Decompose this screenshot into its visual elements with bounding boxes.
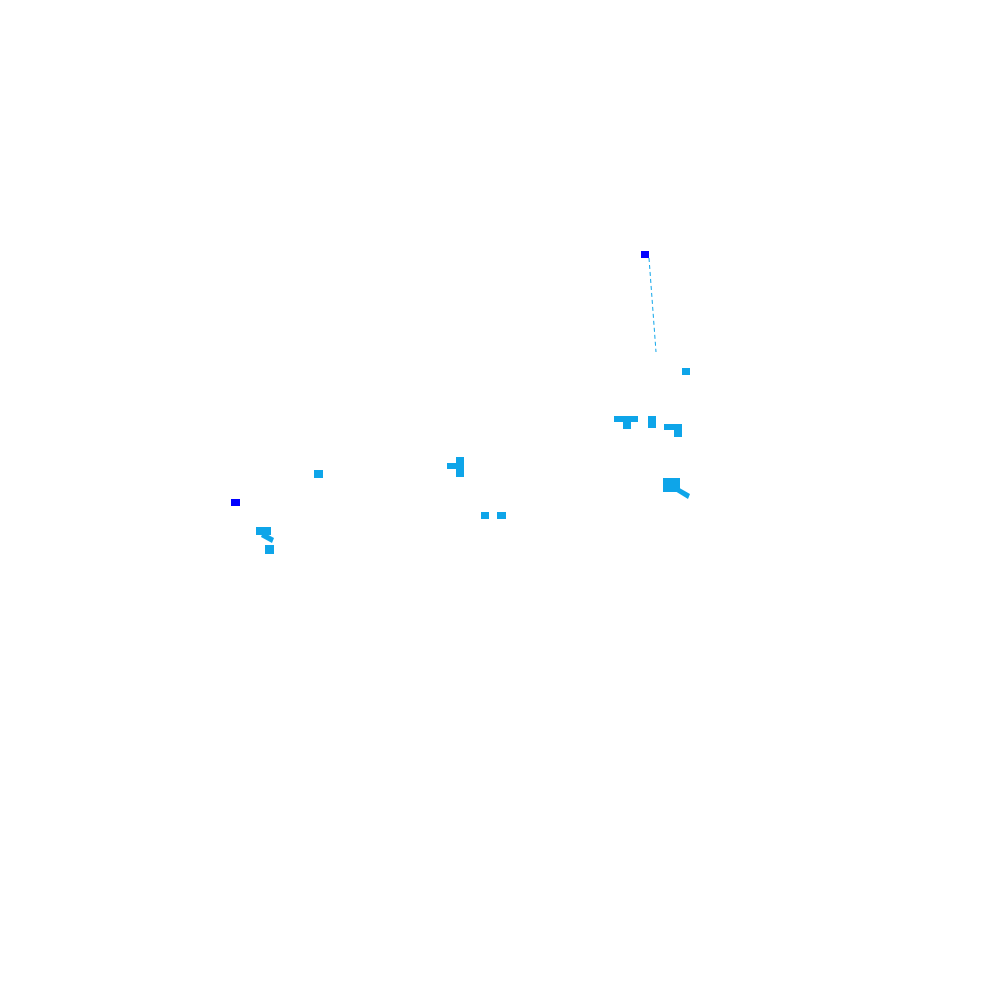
fragment-small-left [314, 470, 323, 478]
fragment-pair-mid [481, 512, 506, 519]
fragment-cluster-top-right [614, 416, 682, 437]
marker-dark-left [231, 499, 240, 506]
fragment-arrow-right [663, 478, 690, 499]
connector-line [648, 257, 657, 353]
marker-dark-top [641, 251, 649, 258]
fragment-small-right [682, 368, 690, 375]
fragment-arrow-left [256, 527, 274, 554]
fragment-mid [447, 457, 464, 477]
